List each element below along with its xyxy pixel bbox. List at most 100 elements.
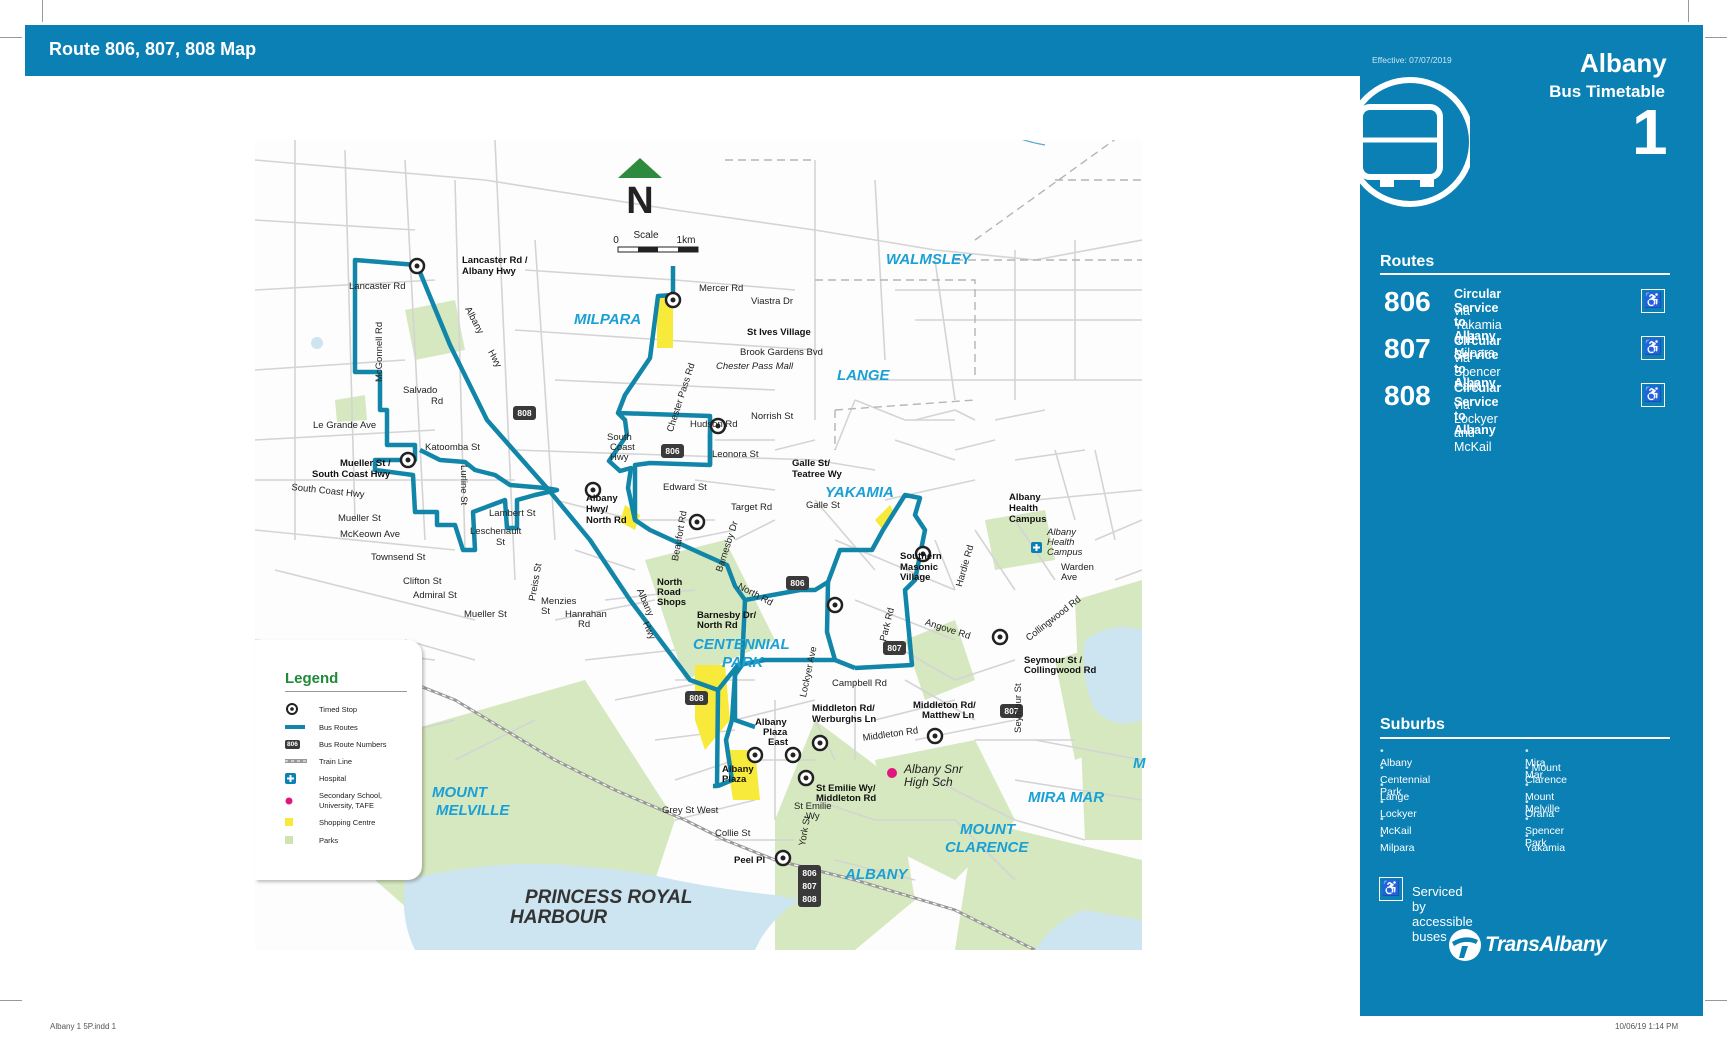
legend-item: Bus Routes: [285, 720, 358, 734]
crop-mark: [0, 1000, 22, 1001]
legend-label: Secondary School, University, TAFE: [319, 791, 382, 810]
wheelchair-icon: ♿: [1641, 289, 1665, 313]
bus-route-icon: [285, 725, 305, 729]
legend-label: Shopping Centre: [319, 817, 376, 827]
locality-boundaries: [725, 140, 1142, 450]
footer-timestamp: 10/06/19 1:14 PM: [1615, 1022, 1679, 1031]
panel-city: Albany: [1580, 48, 1667, 78]
timed-stop[interactable]: [811, 734, 829, 752]
crop-mark: [42, 0, 43, 22]
page-title: Route 806, 807, 808 Map: [49, 39, 257, 59]
timed-stop-icon: [286, 703, 298, 715]
crop-mark: [1688, 0, 1689, 22]
timed-stop[interactable]: [926, 727, 944, 745]
route-badge: 808: [802, 894, 816, 904]
route-806-number: 806: [1384, 286, 1431, 317]
legend: Legend Timed Stop Bus Routes 806 Bus Rou…: [255, 640, 422, 880]
legend-label: Timed Stop: [319, 704, 358, 714]
bus-icon: [1350, 77, 1470, 207]
route-807-number: 807: [1384, 333, 1431, 364]
suburbs-divider: [1380, 737, 1670, 739]
wheelchair-icon: ♿: [1379, 877, 1403, 901]
brand-name: TransAlbany: [1485, 933, 1607, 956]
legend-item: Hospital: [285, 771, 346, 785]
timed-stop[interactable]: [991, 628, 1009, 646]
legend-item: Secondary School, University, TAFE: [285, 790, 399, 812]
suburb-item: Milpara: [1380, 830, 1414, 854]
legend-label: Hospital: [319, 773, 347, 783]
effective-date: Effective: 07/07/2019: [1372, 55, 1452, 65]
timed-stop[interactable]: [784, 746, 802, 764]
river: [1021, 140, 1046, 146]
route-808-line1: Circular Service to Albany: [1454, 381, 1502, 437]
panel-timetable-number: 1: [1632, 96, 1668, 168]
transalbany-logo-icon: [1449, 929, 1481, 961]
legend-label: Train Line: [319, 756, 353, 766]
legend-title: Legend: [285, 670, 339, 687]
train-line-dash: [404, 679, 1036, 950]
water-areas: [311, 337, 1142, 950]
legend-item: Parks: [285, 833, 338, 847]
timed-stop[interactable]: [797, 769, 815, 787]
routes-divider: [1380, 273, 1670, 275]
train-line-icon: [285, 759, 307, 763]
timed-stop[interactable]: [914, 545, 932, 563]
school-icon: [887, 768, 897, 778]
legend-label: Parks: [319, 835, 339, 845]
timed-stop[interactable]: [774, 849, 792, 867]
route-806-line2: via Yakamia and Milpara: [1454, 304, 1502, 360]
legend-divider: [285, 691, 407, 692]
legend-item: 806 Bus Route Numbers: [285, 737, 387, 751]
crop-mark: [1705, 1000, 1727, 1001]
scale-start: 0: [613, 235, 619, 246]
timed-stops: [399, 257, 1009, 867]
timed-stop[interactable]: [408, 257, 426, 275]
crop-mark: [1705, 37, 1727, 38]
scale-label: Scale: [633, 230, 658, 241]
scale-bar: Scale 0 1km: [613, 230, 699, 253]
scale-end: 1km: [677, 235, 696, 246]
routes-heading: Routes: [1380, 253, 1435, 270]
park-icon: [285, 836, 293, 844]
legend-label: Bus Route Numbers: [319, 739, 387, 749]
panel-subtitle: Bus Timetable: [1549, 82, 1665, 101]
legend-label: Bus Routes: [319, 722, 358, 732]
hospital-icon: [285, 772, 296, 784]
footer-filename: Albany 1 5P.indd 1: [50, 1022, 117, 1031]
route-badge: 807: [1004, 706, 1018, 716]
timed-stop[interactable]: [584, 481, 602, 499]
route-badge: 807: [887, 643, 901, 653]
timed-stop[interactable]: [664, 291, 682, 309]
route-807-line1: Circular Service to Albany: [1454, 334, 1502, 390]
route-badge-icon: 806: [285, 739, 300, 749]
timed-stop[interactable]: [399, 451, 417, 469]
route-badges: 808 806 806 807 807 808 806 807 808: [513, 406, 1023, 907]
route-badge: 807: [802, 881, 816, 891]
north-arrow: N: [618, 158, 662, 222]
accessible-note: Serviced by accessible buses: [1412, 884, 1473, 944]
north-label: N: [626, 180, 653, 222]
legend-item: Train Line: [285, 754, 352, 768]
wheelchair-icon: ♿: [1641, 383, 1665, 407]
suburb-item: Yakamia: [1525, 830, 1565, 854]
route-badge: 808: [517, 408, 531, 418]
route-badge: 808: [689, 693, 703, 703]
route-806-line1: Circular Service to Albany: [1454, 287, 1502, 343]
route-badge: 806: [665, 446, 679, 456]
legend-item: Timed Stop: [285, 702, 357, 716]
wheelchair-icon: ♿: [1641, 336, 1665, 360]
bus-routes: [352, 257, 928, 789]
shopping-centre-icon: [285, 818, 293, 826]
timed-stop[interactable]: [709, 417, 727, 435]
route-badge: 806: [802, 868, 816, 878]
legend-item: Shopping Centre: [285, 815, 375, 829]
timed-stop[interactable]: [826, 596, 844, 614]
route-badge: 806: [790, 578, 804, 588]
timed-stop[interactable]: [746, 746, 764, 764]
timed-stop[interactable]: [688, 513, 706, 531]
route-808-line2: via Lockyer and McKail: [1454, 398, 1498, 454]
crop-mark: [0, 37, 22, 38]
school-icon: [285, 797, 293, 805]
route-807-line2: via Spencer Park: [1454, 351, 1501, 393]
header-bar: Route 806, 807, 808 Map: [25, 25, 1360, 76]
